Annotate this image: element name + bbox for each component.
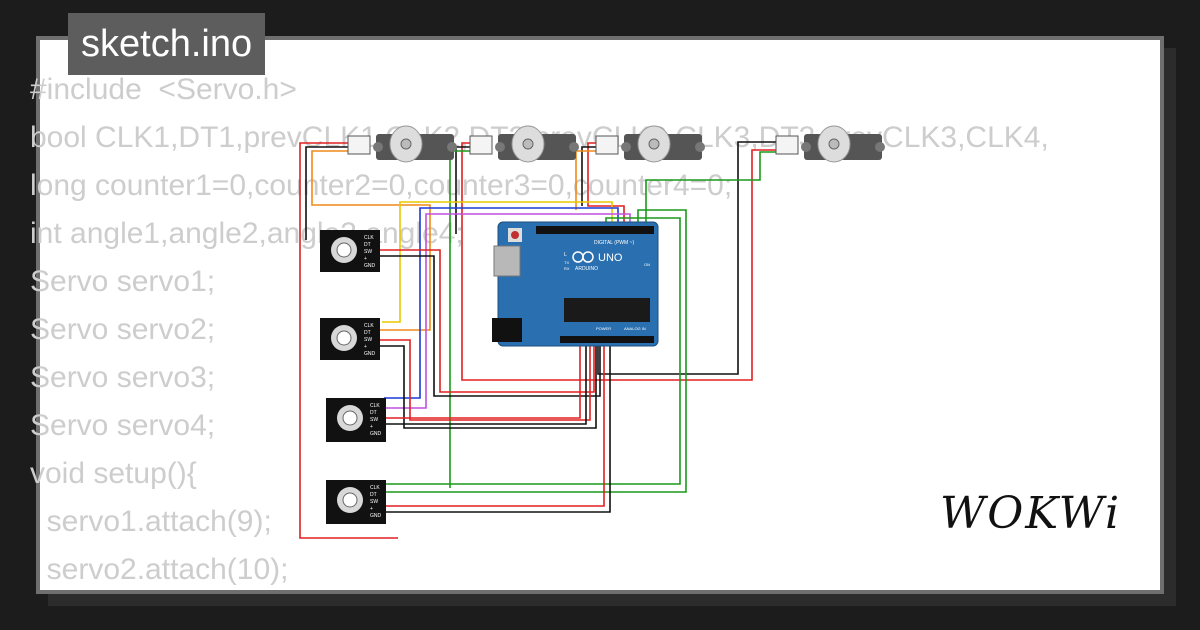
pin-label: CLK [364, 235, 374, 241]
pin-label: + [364, 256, 367, 262]
pin-label: SW [364, 337, 372, 343]
wire-black [386, 340, 611, 513]
pin-label: DT [370, 410, 377, 416]
code-line: servo1.attach(9); [30, 505, 272, 538]
code-line: servo2.attach(10); [30, 553, 289, 586]
board-brand: ARDUINO [575, 266, 598, 272]
wire-green [386, 217, 681, 485]
servo-motor[interactable] [595, 125, 705, 163]
rotary-encoder[interactable]: CLK DT SW + GND [320, 230, 380, 272]
code-preview: #include <Servo.h> bool CLK1,DT1,prevCLK… [30, 66, 1049, 594]
rotary-encoder[interactable]: CLK DT SW + GND [326, 398, 386, 442]
pin-label: DT [370, 492, 377, 498]
wire-orange [311, 150, 431, 331]
code-line: Servo servo2; [30, 313, 216, 346]
bottom-header [560, 336, 654, 343]
wire-red [386, 340, 605, 507]
servo-motor[interactable] [347, 125, 457, 163]
wire-red [380, 339, 591, 421]
pin-label: GND [370, 431, 382, 437]
on-label: ON [644, 262, 650, 267]
servo-motor[interactable] [469, 125, 579, 163]
pin-label: SW [370, 417, 378, 423]
usb-port [493, 245, 521, 277]
wokwi-logo: WOKWi [940, 488, 1122, 539]
wire-red [386, 340, 581, 419]
top-header [536, 226, 654, 234]
pin-label: DT [364, 242, 371, 248]
pin-label: GND [370, 513, 382, 519]
l-label: L [564, 252, 567, 258]
power-jack [492, 318, 522, 342]
code-line: void setup(){ [30, 457, 197, 490]
pin-label: GND [364, 263, 376, 269]
pin-label: CLK [370, 403, 380, 409]
code-line: long counter1=0,counter2=0,counter3=0,co… [30, 169, 733, 202]
rotary-encoder[interactable]: CLK DT SW + GND [320, 318, 380, 360]
sketch-tab[interactable]: sketch.ino [68, 13, 266, 75]
rx-label: RX [564, 266, 570, 271]
code-line: #include <Servo.h> [30, 73, 297, 106]
code-line: Servo servo3; [30, 361, 216, 394]
pin-label: + [364, 344, 367, 350]
wire-red [461, 142, 776, 381]
arduino-uno-board[interactable]: DIGITAL (PWM ~) L TX RX UNO ARDUINO ON P… [492, 221, 659, 347]
power-label: POWER [596, 326, 611, 331]
rotary-encoder[interactable]: CLK DT SW + GND [326, 480, 386, 524]
pin-label: + [370, 424, 373, 430]
arduino-logo-icon [572, 251, 594, 263]
tx-label: TX [564, 260, 569, 265]
code-line: int angle1,angle2,angle3,angle4; [30, 217, 464, 250]
code-line: Servo servo4; [30, 409, 216, 442]
pin-label: SW [370, 499, 378, 505]
wire-black [581, 146, 596, 206]
wire-orange [575, 150, 596, 210]
wire-black [386, 340, 587, 425]
code-line: Servo servo1; [30, 265, 216, 298]
pin-label: GND [364, 351, 376, 357]
wire-black [380, 255, 601, 397]
digital-label: DIGITAL (PWM ~) [594, 240, 634, 246]
board-model: UNO [598, 252, 623, 264]
wire-yellow [382, 201, 613, 323]
pin-label: + [370, 506, 373, 512]
wire-green [386, 209, 687, 493]
wire-black [305, 146, 348, 240]
wires [299, 141, 776, 539]
servo-motor[interactable] [775, 125, 885, 163]
pin-label: SW [364, 249, 372, 255]
wire-red [380, 249, 595, 393]
wire-red [299, 142, 398, 539]
microcontroller-chip [564, 298, 650, 322]
wire-green [645, 151, 776, 228]
pin-label: CLK [370, 485, 380, 491]
analog-label: ANALOG IN [624, 326, 646, 331]
wire-black [455, 146, 470, 234]
pin-label: DT [364, 330, 371, 336]
wire-black [380, 340, 597, 429]
wire-black [597, 141, 776, 375]
pin-label: CLK [364, 323, 374, 329]
